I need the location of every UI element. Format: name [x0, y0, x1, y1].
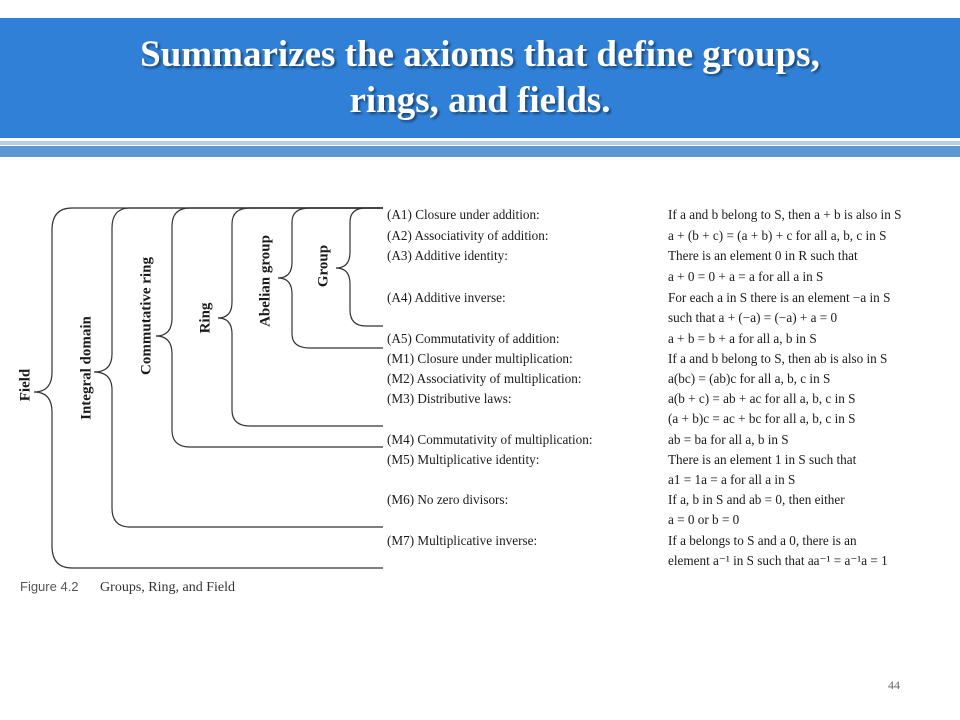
definition-line: If a belongs to S and a 0, there is an [668, 533, 857, 548]
axiom-m5: (M5) Multiplicative identity: [387, 452, 540, 467]
definition-line: element a⁻¹ in S such that aa⁻¹ = a⁻¹a =… [668, 553, 888, 568]
definition-line: a + b = b + a for all a, b in S [668, 331, 817, 346]
figure-caption-text: Groups, Ring, and Field [100, 580, 235, 595]
definition-line: such that a + (−a) = (−a) + a = 0 [668, 310, 838, 325]
title-bar [0, 18, 960, 138]
definition-line: a(bc) = (ab)c for all a, b, c in S [668, 371, 831, 386]
commutative-ring-bracket [155, 207, 383, 448]
axiom-m1: (M1) Closure under multiplication: [387, 351, 573, 366]
axiom-m2: (M2) Associativity of multiplication: [387, 371, 582, 386]
slide-title-line-1: Summarizes the axioms that define groups… [140, 34, 820, 75]
definition-line: a(b + c) = ab + ac for all a, b, c in S [668, 391, 856, 406]
abelian-group-bracket [277, 207, 383, 349]
definition-line: If a and b belong to S, then a + b is al… [668, 207, 902, 222]
definition-line: (a + b)c = ac + bc for all a, b, c in S [668, 411, 856, 426]
axiom-a2: (A2) Associativity of addition: [387, 228, 549, 243]
definition-line: a + (b + c) = (a + b) + c for all a, b, … [668, 228, 887, 243]
axiom-a5: (A5) Commutativity of addition: [387, 331, 560, 346]
axiom-a1: (A1) Closure under addition: [387, 207, 540, 222]
definition-line: a1 = 1a = a for all a in S [668, 472, 796, 487]
slide-title-line-2: rings, and fields. [349, 80, 611, 121]
definition-line: There is an element 0 in R such that [668, 248, 858, 263]
definition-line: a = 0 or b = 0 [668, 512, 740, 527]
title-divider-light [0, 141, 960, 145]
ring-label: Ring [197, 302, 214, 334]
axiom-m4: (M4) Commutativity of multiplication: [387, 432, 593, 447]
group-bracket [335, 207, 383, 327]
figure-caption: Figure 4.2 Groups, Ring, and Field [20, 579, 235, 596]
axiom-m6: (M6) No zero divisors: [387, 492, 509, 507]
integral-domain-label: Integral domain [78, 316, 95, 420]
commutative-ring-label: Commutative ring [138, 257, 155, 375]
axiom-a4: (A4) Additive inverse: [387, 290, 506, 305]
field-label: Field [17, 368, 34, 402]
definition-line: For each a in S there is an element −a i… [668, 290, 891, 305]
definition-line: There is an element 1 in S such that [668, 452, 857, 467]
field-bracket [33, 207, 383, 569]
ring-bracket [217, 207, 383, 427]
axiom-a3: (A3) Additive identity: [387, 248, 508, 263]
abelian-group-label: Abelian group [257, 235, 274, 327]
axiom-m3: (M3) Distributive laws: [387, 391, 512, 406]
figure-caption-label: Figure 4.2 [20, 579, 79, 594]
definition-line: ab = ba for all a, b in S [668, 432, 789, 447]
axiom-m7: (M7) Multiplicative inverse: [387, 533, 538, 548]
group-label: Group [315, 244, 332, 288]
definition-line: a + 0 = 0 + a = a for all a in S [668, 269, 824, 284]
page-number: 44 [888, 678, 900, 692]
definition-line: If a, b in S and ab = 0, then either [668, 492, 845, 507]
title-divider [0, 146, 960, 157]
integral-domain-bracket [93, 207, 383, 528]
slide-title: Summarizes the axioms that define groups… [0, 18, 960, 138]
definition-line: If a and b belong to S, then ab is also … [668, 351, 888, 366]
